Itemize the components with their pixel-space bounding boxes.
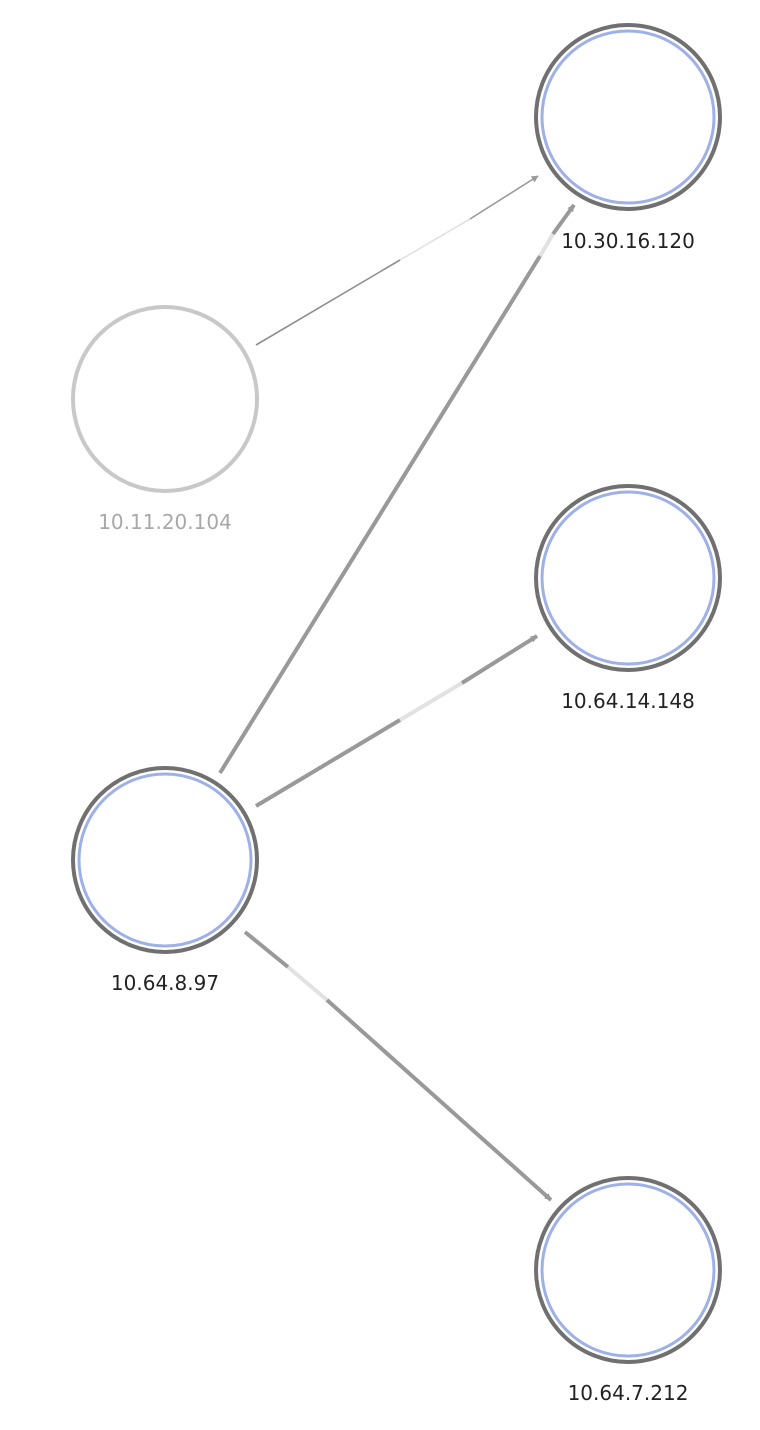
edge-10-64-8-97-to-10-64-14-148[interactable] — [254, 718, 402, 808]
node-10-64-7-212[interactable]: 10.64.7.212 — [534, 1176, 722, 1405]
node-inner-ring — [540, 490, 716, 666]
node-ring — [71, 305, 259, 493]
node-label: 10.64.7.212 — [568, 1381, 689, 1405]
edge-fade-segment — [286, 965, 329, 1002]
node-outer-ring — [71, 766, 259, 954]
node-inner-ring — [77, 772, 253, 948]
node-10-64-14-148[interactable]: 10.64.14.148 — [534, 484, 722, 713]
edge-arrow-segment — [469, 175, 539, 220]
node-outer-ring — [534, 23, 722, 211]
node-label: 10.11.20.104 — [98, 510, 232, 534]
edge-arrow-segment — [325, 998, 553, 1202]
node-10-30-16-120[interactable]: 10.30.16.120 — [534, 23, 722, 253]
node-outer-ring — [534, 484, 722, 672]
node-inner-ring — [540, 1182, 716, 1358]
node-10-11-20-104[interactable]: 10.11.20.104 — [71, 305, 259, 534]
node-outer-ring — [534, 1176, 722, 1364]
node-label: 10.64.14.148 — [561, 689, 695, 713]
edge-10-64-8-97-to-10-30-16-120[interactable] — [218, 254, 542, 775]
node-10-64-8-97[interactable]: 10.64.8.97 — [71, 766, 259, 995]
node-inner-ring — [540, 29, 716, 205]
node-label: 10.30.16.120 — [561, 229, 695, 253]
edge-fade-segment — [538, 232, 555, 258]
edge-arrow-segment — [551, 203, 576, 236]
edge-10-11-20-104-to-10-30-16-120[interactable] — [255, 259, 401, 346]
edge-fade-segment — [398, 681, 464, 722]
nodes-layer: 10.30.16.120 10.11.20.104 10.64.14.148 1… — [71, 23, 722, 1405]
edge-arrow-segment — [460, 634, 539, 685]
edge-10-64-8-97-to-10-64-7-212[interactable] — [243, 930, 290, 969]
edge-fade-segment — [399, 218, 471, 261]
edges-layer — [218, 175, 576, 1202]
node-label: 10.64.8.97 — [111, 971, 219, 995]
